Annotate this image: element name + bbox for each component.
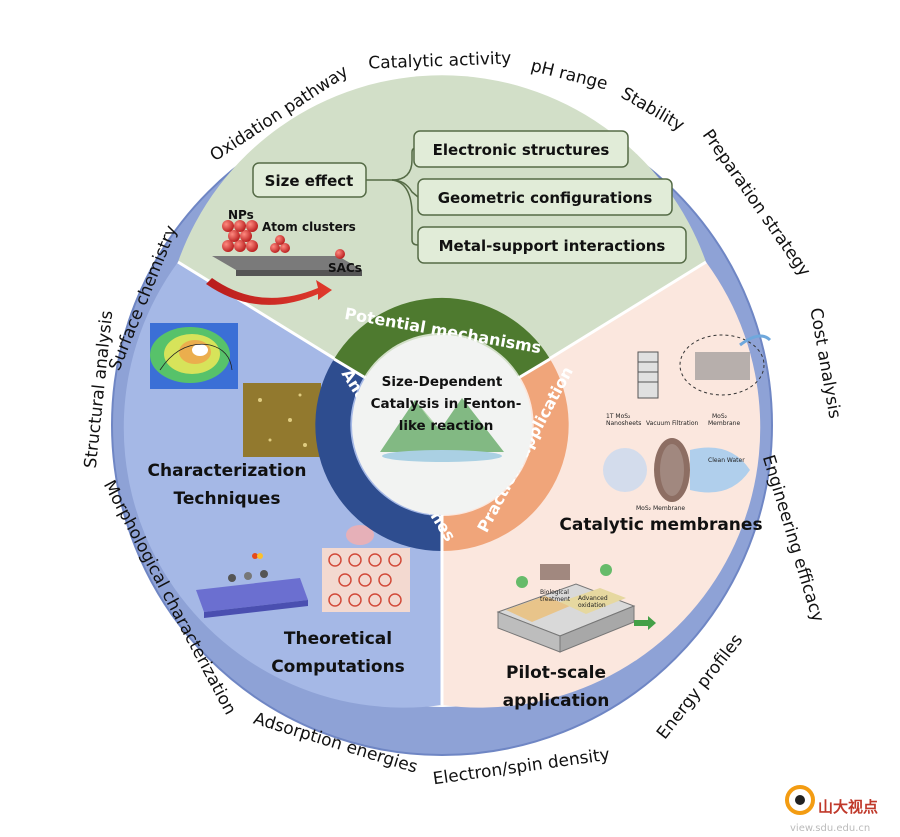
pilot-plant-image <box>496 564 656 653</box>
mountain-illustration <box>380 398 504 462</box>
practical-content: 1T MoS₂ Nanosheets Vacuum Filtration MoS… <box>496 334 772 711</box>
membrane-module-image <box>637 334 772 399</box>
atom-cluster <box>270 235 290 253</box>
nanoparticle-cluster <box>222 220 258 252</box>
pilot-scale-label-line1: Pilot-scale <box>506 663 606 683</box>
electronic-structures-label: Electronic structures <box>433 141 610 159</box>
ring-label-catalytic-activity: Catalytic activity <box>368 49 512 74</box>
membrane-filter-image <box>603 438 750 502</box>
center-title-line2: Catalysis in Fenton- <box>371 396 522 412</box>
watermark: 山大视点 view.sdu.edu.cn <box>785 785 878 834</box>
single-atom <box>335 249 345 259</box>
watermark-logo <box>785 785 815 815</box>
spin-density-image <box>322 525 410 612</box>
size-effect-label: Size effect <box>265 172 354 190</box>
geometric-configurations-box <box>417 178 673 216</box>
size-illustration: NPs Atom clusters SACs <box>206 208 362 305</box>
ring-label-stability: Stability <box>617 84 687 136</box>
practical-sector <box>442 262 761 708</box>
center-disk: Size-Dependent Catalysis in Fenton- like… <box>352 335 532 515</box>
center-title-line3: like reaction <box>399 418 494 434</box>
membrane-caption-1b: Nanosheets <box>606 420 641 427</box>
metal-support-label: Metal-support interactions <box>439 237 666 255</box>
catalytic-membranes-label: Catalytic membranes <box>559 515 762 535</box>
support-plate <box>212 256 362 270</box>
electronic-structures-box <box>413 130 629 168</box>
membrane-caption-3b: Membrane <box>708 420 740 427</box>
ring-label-ph-range: pH range <box>529 56 610 94</box>
band-analytical-approaches <box>315 359 442 552</box>
watermark-url: view.sdu.edu.cn <box>790 823 870 834</box>
membrane-caption-3: MoS₂ <box>712 413 728 420</box>
atom-clusters-label: Atom clusters <box>262 220 356 234</box>
mechanisms-content: Size effect Electronic structures Geomet… <box>206 130 687 305</box>
geometric-configurations-label: Geometric configurations <box>438 189 653 207</box>
sem-image <box>243 383 321 457</box>
theoretical-label-line1: Theoretical <box>284 629 392 649</box>
characterization-label-line1: Characterization <box>148 461 307 481</box>
characterization-label-line2: Techniques <box>174 489 281 509</box>
connector-metal-support <box>391 179 419 246</box>
theoretical-label-line2: Computations <box>271 657 405 677</box>
band-potential-mechanisms <box>334 297 550 377</box>
analytical-content: Characterization Techniques Theoretical <box>148 323 410 677</box>
membrane-caption-4: MoS₂ Membrane <box>636 505 685 512</box>
biological-treatment-line2: treatment <box>540 596 571 603</box>
ring-label-cost-analysis: Cost analysis <box>805 306 844 420</box>
biological-treatment-line1: Biological <box>540 589 569 596</box>
pilot-scale-label-line2: application <box>503 691 610 711</box>
contour-map-image <box>150 323 238 389</box>
watermark-brand: 山大视点 <box>818 798 878 816</box>
dft-slab-image <box>196 553 308 618</box>
membrane-caption-2: Vacuum Filtration <box>646 420 699 427</box>
band-practical-application <box>442 359 569 552</box>
membrane-caption-1: 1T MoS₂ <box>606 413 631 420</box>
sacs-label: SACs <box>328 261 362 275</box>
nps-label: NPs <box>228 208 254 222</box>
size-arrow <box>206 278 332 305</box>
clean-water-label: Clean Water <box>708 457 745 464</box>
advanced-oxidation-line1: Advanced <box>578 595 608 602</box>
center-title-line1: Size-Dependent <box>382 374 503 390</box>
advanced-oxidation-line2: oxidation <box>578 602 606 609</box>
metal-support-box <box>417 226 687 264</box>
ring-label-engineering-efficacy: Engineering efficacy <box>758 453 828 625</box>
